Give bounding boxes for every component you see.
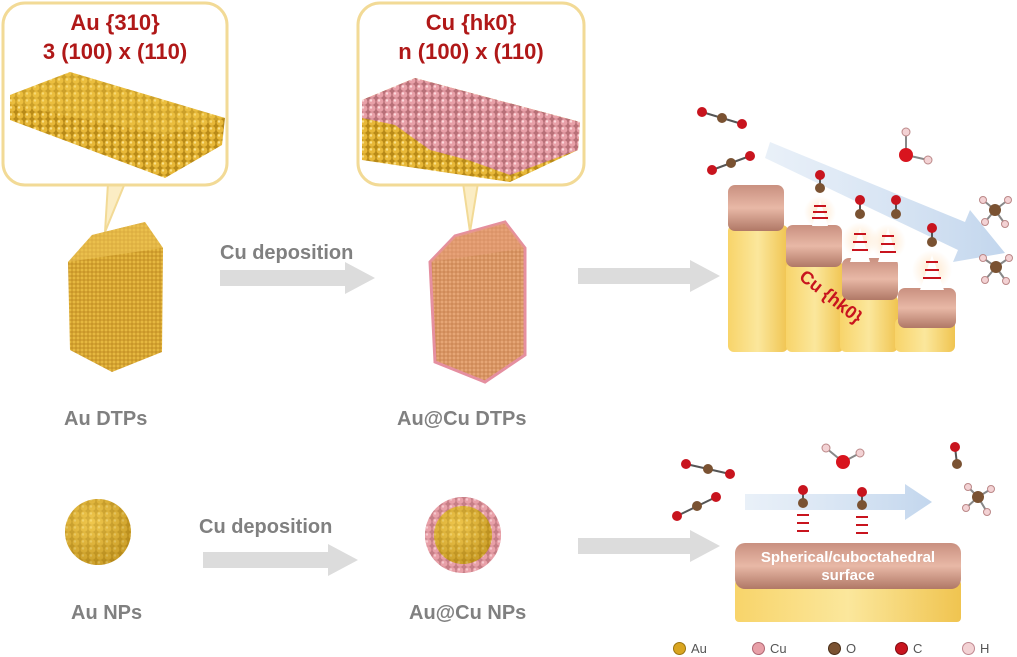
stepped-surface-model (728, 185, 956, 352)
legend-label-c: C (913, 641, 923, 656)
o-atom-icon (828, 642, 841, 655)
flat-surface-model (735, 543, 961, 622)
co2-molecule (672, 492, 721, 521)
np-deposition-arrow (203, 544, 358, 576)
methane-molecule (979, 254, 1013, 285)
cu-atom-icon (752, 642, 765, 655)
methane-molecule (979, 196, 1012, 228)
aucu-slab-model (362, 78, 580, 182)
legend-item-h: H (962, 641, 989, 656)
water-molecule (821, 443, 865, 469)
au-facet-label: Au {310} (70, 10, 160, 35)
au-slab-model (10, 72, 225, 178)
legend-label-au: Au (691, 641, 707, 656)
flat-flow-arrow (745, 484, 932, 520)
flat-surface-label-line2: surface (821, 567, 875, 584)
legend-item-o: O (828, 641, 856, 656)
au-surface-inset (1, 1, 229, 233)
adsorbed-co-flat (797, 485, 868, 534)
h-atom-icon (962, 642, 975, 655)
adsorbed-co-steps (804, 170, 952, 290)
au-dtp-particle (68, 222, 163, 372)
flat-surface-label: Spherical/cuboctahedral surface (735, 549, 961, 585)
co-molecule (950, 442, 962, 469)
aucu-dtps-label: Au@Cu DTPs (397, 408, 527, 430)
water-molecule (899, 127, 933, 165)
aucu-dtp-particle (428, 220, 527, 384)
legend-item-cu: Cu (752, 641, 787, 656)
au-atom-icon (673, 642, 686, 655)
legend-item-c: C (895, 641, 922, 656)
stepped-flow-arrow (765, 142, 1005, 262)
methane-molecule (962, 483, 995, 516)
co2-molecule (681, 459, 735, 479)
dtp-to-surface-arrow (578, 260, 720, 292)
au-dtps-label: Au DTPs (64, 408, 148, 430)
legend-item-au: Au (673, 641, 707, 656)
au-nps-label: Au NPs (71, 602, 143, 624)
cu-facet-label: Cu {hk0} (425, 10, 517, 35)
legend-label-cu: Cu (770, 641, 787, 656)
cu-surface-inset (356, 1, 586, 233)
legend-label-o: O (846, 641, 857, 656)
np-to-surface-arrow (578, 530, 720, 562)
legend-label-h: H (980, 641, 990, 656)
dtp-deposition-arrow (220, 262, 375, 294)
flat-surface-label-line1: Spherical/cuboctahedral (760, 549, 936, 566)
au-np-particle (65, 499, 131, 565)
co2-molecule (697, 107, 747, 129)
np-deposition-label: Cu deposition (199, 516, 333, 538)
cu-step-notation: n (100) x (110) (398, 39, 544, 64)
au-inset-title: Au {310} 3 (100) x (110) (3, 8, 227, 66)
aucu-nps-label: Au@Cu NPs (409, 602, 527, 624)
c-atom-icon (895, 642, 908, 655)
aucu-np-particle (425, 497, 501, 573)
cu-inset-title: Cu {hk0} n (100) x (110) (358, 8, 584, 66)
co2-molecule (707, 151, 755, 175)
dtp-deposition-label: Cu deposition (220, 242, 354, 264)
au-step-notation: 3 (100) x (110) (42, 39, 188, 64)
